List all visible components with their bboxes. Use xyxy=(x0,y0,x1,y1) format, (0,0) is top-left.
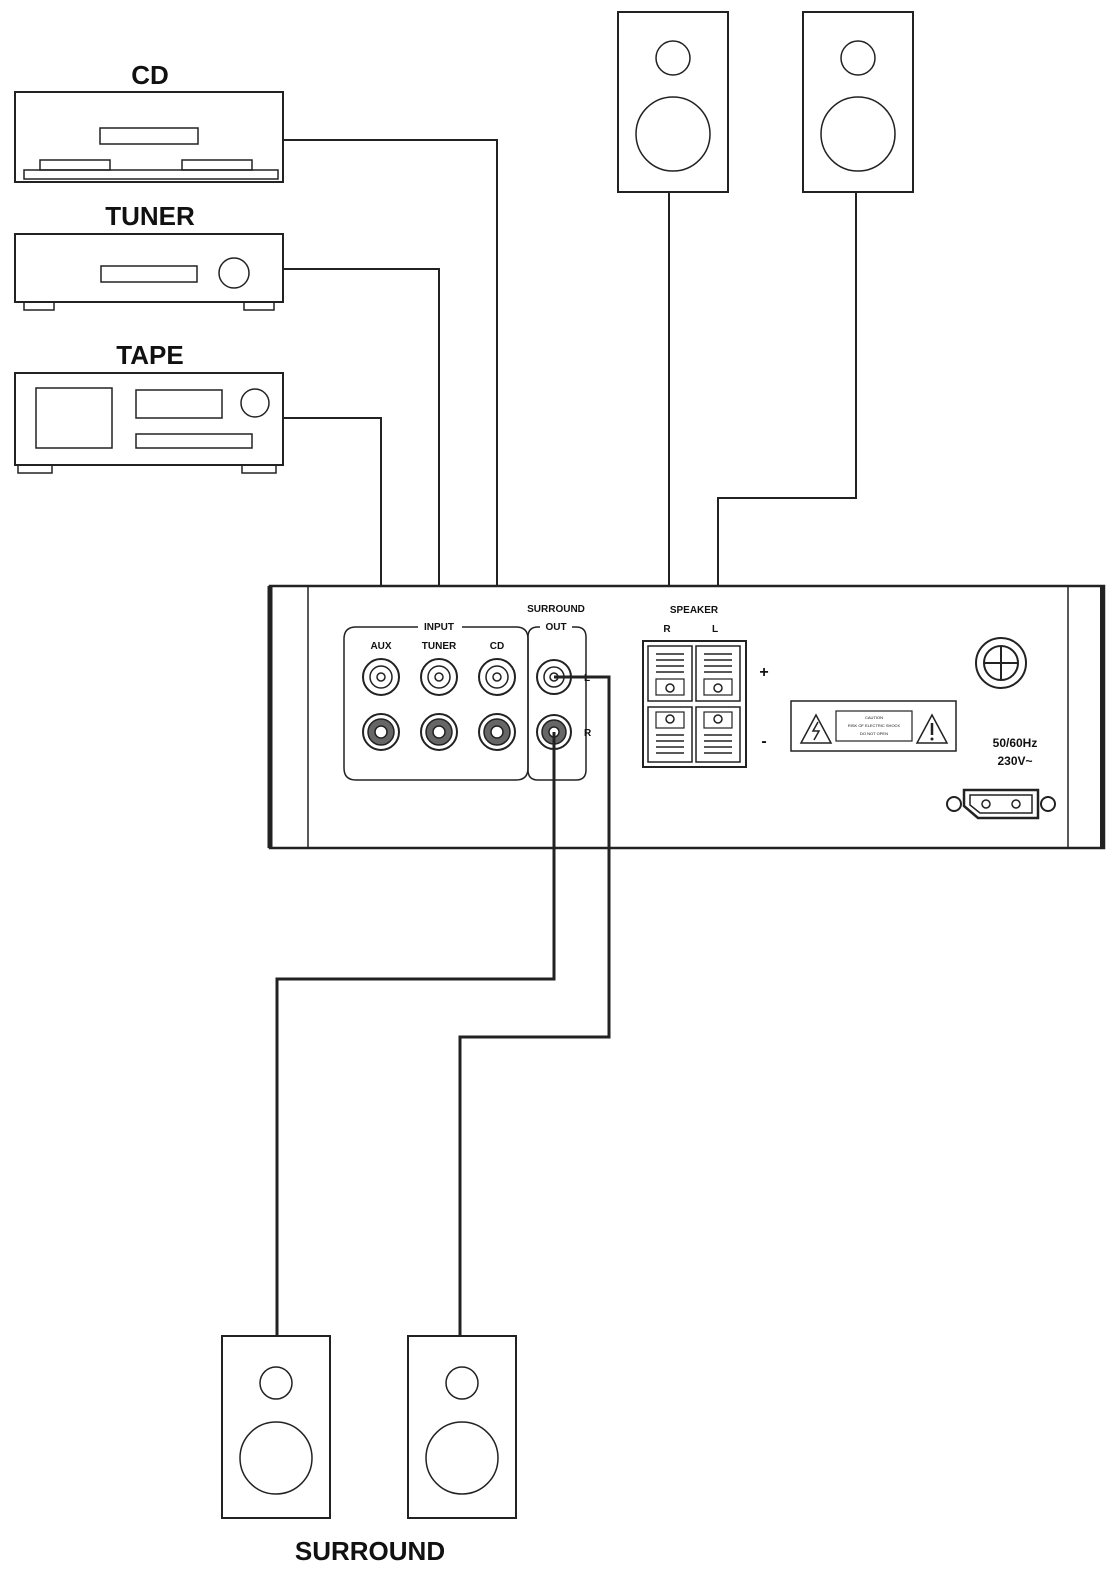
surround-out-label: SURROUND xyxy=(527,604,585,615)
tuner-label: TUNER xyxy=(105,201,195,231)
speaker-label: SPEAKER xyxy=(670,605,719,616)
svg-text:RISK OF ELECTRIC SHOCK: RISK OF ELECTRIC SHOCK xyxy=(848,723,901,728)
speaker-surround-right xyxy=(407,1335,517,1519)
power-socket[interactable] xyxy=(946,788,1056,820)
plus-label: + xyxy=(759,664,768,681)
tuner-jack-left[interactable] xyxy=(420,658,458,696)
speaker-r-label: R xyxy=(663,624,671,635)
aux-jack-left[interactable] xyxy=(362,658,400,696)
speaker-surround-left xyxy=(221,1335,331,1519)
tuner-device: TUNER xyxy=(14,201,284,311)
caution-label: CAUTION RISK OF ELECTRIC SHOCK DO NOT OP… xyxy=(790,700,957,752)
tape-cable xyxy=(283,417,382,602)
power-voltage-label: 230V~ xyxy=(997,754,1032,768)
surround-l-cable xyxy=(458,675,611,1336)
tape-deck: TAPE xyxy=(14,340,284,474)
speaker-front-left xyxy=(802,11,914,193)
cd-jack-left[interactable] xyxy=(478,658,516,696)
cd-label: CD xyxy=(131,60,169,90)
surround-r-label: R xyxy=(584,728,592,739)
cd-input-label: CD xyxy=(490,641,504,652)
power-frequency-label: 50/60Hz xyxy=(993,736,1038,750)
tuner-jack-right[interactable] xyxy=(420,713,458,751)
cd-player: CD xyxy=(14,60,284,183)
svg-text:DO NOT OPEN: DO NOT OPEN xyxy=(860,731,888,736)
amplifier-rear-panel: INPUT AUX TUNER CD xyxy=(267,584,1106,850)
speaker-l-cable xyxy=(717,192,857,592)
aux-jack-right[interactable] xyxy=(362,713,400,751)
aux-label: AUX xyxy=(370,641,391,652)
speaker-l-label: L xyxy=(712,624,718,635)
surround-r-cable xyxy=(275,732,556,1336)
speaker-terminal-r-plus[interactable] xyxy=(647,645,693,702)
minus-label: - xyxy=(761,733,766,750)
surround-label: SURROUND xyxy=(295,1536,445,1566)
input-label: INPUT xyxy=(424,622,454,633)
out-label: OUT xyxy=(545,622,566,633)
cd-jack-right[interactable] xyxy=(478,713,516,751)
cd-cable xyxy=(283,139,498,602)
speaker-front-right xyxy=(617,11,729,193)
tuner-cable xyxy=(283,268,440,602)
svg-text:CAUTION: CAUTION xyxy=(865,715,883,720)
tape-label: TAPE xyxy=(116,340,183,370)
tuner-input-label: TUNER xyxy=(422,641,457,652)
ground-screw-icon xyxy=(975,637,1027,689)
